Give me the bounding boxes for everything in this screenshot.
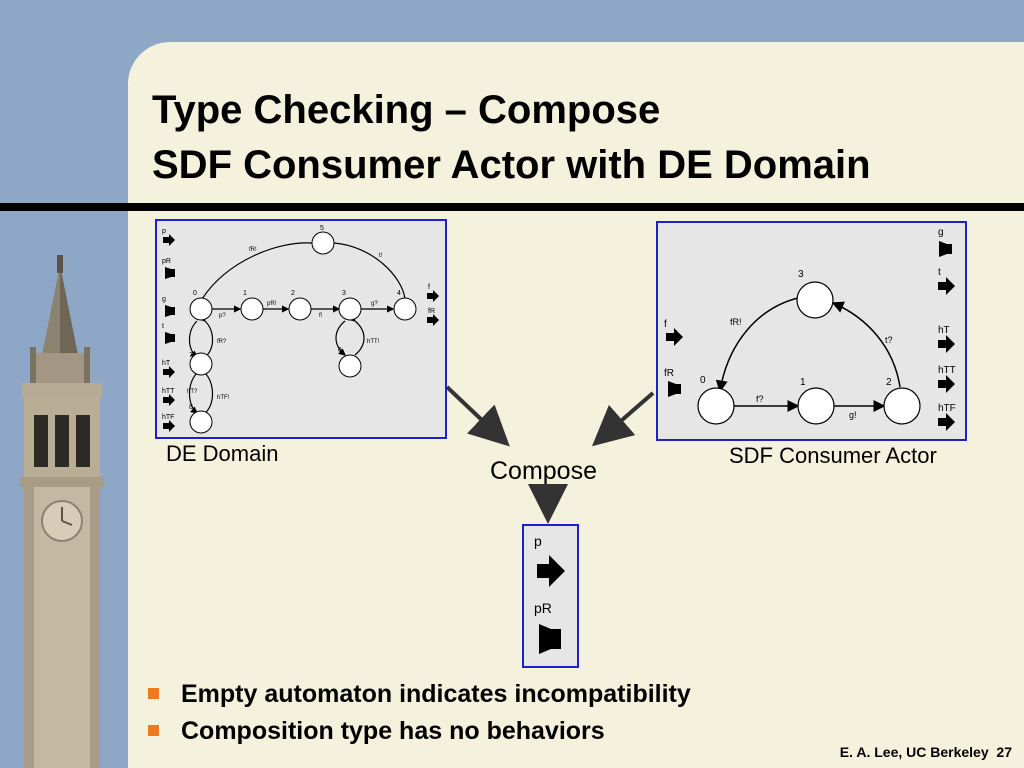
de-transition-label: fR! (249, 247, 257, 253)
de-state-node (189, 297, 213, 321)
sdf-port-label: hTT (938, 365, 956, 376)
output-port-icon (427, 314, 439, 326)
result-port-label: p (534, 533, 542, 549)
de-port-label: t (162, 323, 164, 330)
sdf-state-label: 0 (700, 375, 706, 386)
sdf-consumer-diagram: f fR g t hT hTT hTF fR! t? f? g! 3 0 1 2 (656, 221, 967, 441)
de-port-label: p (162, 228, 166, 235)
de-domain-diagram: p pR g t hT hTT hTF f fR fR! t! pR! (155, 219, 447, 439)
output-port-icon (163, 366, 175, 378)
de-state-label: 1 (243, 290, 247, 297)
de-transition-label: hTF! (217, 395, 230, 401)
de-state-node (311, 231, 335, 255)
output-port-icon (163, 394, 175, 406)
output-port-icon (163, 420, 175, 432)
slide-title-line-1: Type Checking – Compose (152, 88, 661, 132)
de-state-label: 5 (320, 225, 324, 232)
bullet-text: Composition type has no behaviors (181, 717, 605, 745)
sdf-transition-label: f? (756, 394, 764, 404)
de-state-label: 8 (189, 404, 193, 411)
de-state-node (240, 297, 264, 321)
slide-title-line-2: SDF Consumer Actor with DE Domain (152, 143, 871, 187)
bullet-item: Empty automaton indicates incompatibilit… (148, 680, 691, 709)
de-transition-label: t! (379, 253, 383, 259)
sdf-state-node (797, 387, 835, 425)
input-port-icon (165, 332, 175, 344)
de-state-label: 3 (342, 290, 346, 297)
de-state-node (288, 297, 312, 321)
de-state-node (393, 297, 417, 321)
bullet-square-icon (148, 724, 159, 736)
de-transition-label: hTT! (367, 339, 380, 345)
sdf-state-label: 1 (800, 377, 806, 388)
output-port-icon (939, 241, 952, 257)
input-port-icon (938, 335, 955, 353)
de-state-node (338, 297, 362, 321)
sdf-state-node (796, 281, 834, 319)
sdf-port-label: fR (664, 368, 674, 379)
de-state-node (189, 352, 213, 376)
sdf-port-label: hTF (938, 403, 956, 414)
sdf-port-label: t (938, 267, 941, 278)
sdf-port-label: hT (938, 325, 950, 336)
input-port-icon (666, 328, 683, 346)
de-port-label: f (428, 284, 430, 291)
sdf-transition-label: t? (885, 335, 893, 345)
de-domain-caption: DE Domain (166, 441, 279, 466)
de-state-label: 4 (397, 290, 401, 297)
compose-label: Compose (490, 457, 597, 485)
de-port-label: hTT (162, 388, 175, 395)
output-port-icon (427, 290, 439, 302)
slide-footer: E. A. Lee, UC Berkeley 27 (840, 744, 1012, 760)
de-transition-label: p? (219, 313, 226, 319)
sdf-state-node (883, 387, 921, 425)
input-port-icon (938, 413, 955, 431)
output-port-icon (938, 277, 955, 295)
input-port-icon (539, 624, 561, 654)
input-port-icon (938, 375, 955, 393)
de-port-label: hTF (162, 414, 174, 421)
sdf-port-label: g (938, 227, 944, 238)
de-transition-label: fR? (217, 339, 227, 345)
campanile-tower-image (20, 255, 104, 768)
title-divider (0, 203, 1024, 211)
result-port-label: pR (534, 600, 552, 616)
composition-result-diagram: p pR (522, 524, 579, 668)
de-transition-label: hT? (187, 389, 198, 395)
sdf-consumer-caption: SDF Consumer Actor (729, 443, 937, 468)
de-port-label: hT (162, 360, 171, 367)
de-transition-label: f! (319, 313, 323, 319)
de-state-node (338, 354, 362, 378)
sdf-state-label: 3 (798, 269, 804, 280)
de-port-label: pR (162, 258, 171, 265)
de-state-node (189, 410, 213, 434)
bullet-square-icon (148, 687, 159, 699)
input-port-icon (165, 305, 175, 317)
sdf-state-label: 2 (886, 377, 892, 388)
input-port-icon (165, 267, 175, 279)
de-transition-label: g? (371, 301, 378, 307)
sdf-state-node (697, 387, 735, 425)
de-port-label: fR (428, 308, 435, 315)
page-number: 27 (996, 744, 1012, 760)
bullet-item: Composition type has no behaviors (148, 717, 605, 746)
sdf-port-label: f (664, 319, 667, 330)
output-port-icon (163, 234, 175, 246)
de-transition-label: pR! (267, 301, 277, 307)
sdf-transition-label: g! (849, 410, 857, 420)
footer-author: E. A. Lee, UC Berkeley (839, 744, 989, 760)
output-port-icon (668, 381, 681, 397)
de-port-label: g (162, 296, 166, 303)
de-state-label: 7 (189, 352, 193, 359)
de-state-label: 0 (193, 290, 197, 297)
sdf-transition-label: fR! (730, 317, 742, 327)
output-port-icon (537, 555, 565, 587)
de-state-label: 6 (338, 347, 342, 354)
bullet-text: Empty automaton indicates incompatibilit… (181, 680, 691, 708)
de-state-label: 2 (291, 290, 295, 297)
